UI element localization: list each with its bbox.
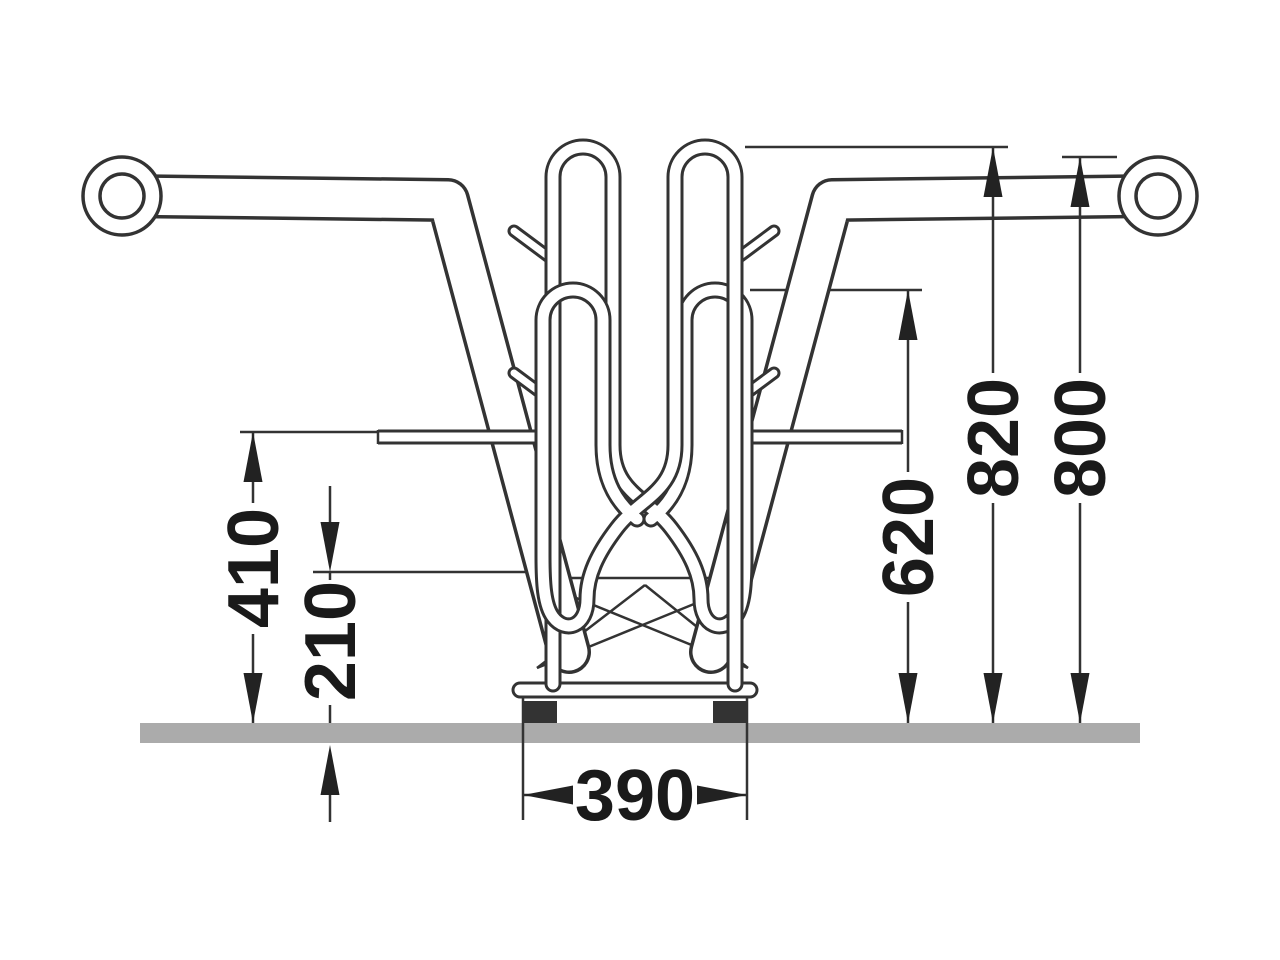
dimension-390-label: 390 bbox=[575, 756, 695, 836]
dimension-620: 620 bbox=[869, 290, 949, 723]
arrowhead-right bbox=[697, 785, 747, 805]
left-side-rail bbox=[378, 430, 547, 444]
dimension-800: 800 bbox=[1041, 157, 1121, 723]
right-support-arm bbox=[711, 155, 1199, 652]
right-side-rail bbox=[733, 430, 902, 444]
left-eyelet-inner-ring bbox=[98, 172, 146, 220]
dimension-800-label: 800 bbox=[1041, 378, 1121, 498]
arrowhead-up bbox=[243, 432, 263, 482]
dimension-820: 820 bbox=[954, 147, 1034, 723]
base-assembly bbox=[520, 690, 750, 723]
dimension-620-label: 620 bbox=[869, 477, 949, 597]
arrowhead-down bbox=[983, 673, 1003, 723]
dimension-210-label: 210 bbox=[291, 581, 371, 701]
dimension-820-label: 820 bbox=[954, 378, 1034, 498]
arrowhead-down bbox=[898, 673, 918, 723]
arrowhead-up bbox=[983, 147, 1003, 197]
dimension-410: 410 bbox=[214, 432, 294, 723]
left-foot bbox=[523, 701, 557, 723]
arrowhead-down bbox=[320, 522, 340, 572]
right-eyelet-inner-ring bbox=[1134, 172, 1182, 220]
right-foot bbox=[713, 701, 747, 723]
dimension-410-label: 410 bbox=[214, 508, 294, 628]
arrowhead-left bbox=[523, 785, 573, 805]
dimension-390: 390 bbox=[523, 756, 747, 836]
arrowhead-up bbox=[320, 745, 340, 795]
left-support-arm bbox=[81, 155, 569, 652]
ground-surface bbox=[140, 723, 1140, 743]
arrowhead-down bbox=[243, 673, 263, 723]
arrowhead-up bbox=[898, 290, 918, 340]
arrowhead-down bbox=[1070, 673, 1090, 723]
dimension-210: 210 bbox=[291, 486, 371, 822]
